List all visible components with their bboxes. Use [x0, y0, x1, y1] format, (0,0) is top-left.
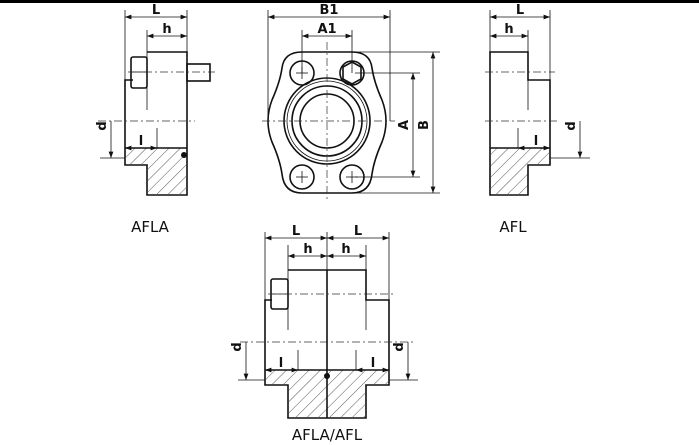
dim-L: L [152, 3, 160, 18]
caption-afl: AFL [499, 218, 527, 236]
dim-A: A [397, 120, 412, 130]
dim-l: l [534, 134, 538, 149]
dim-d: d [564, 121, 579, 130]
dim-l-right: l [371, 356, 375, 371]
dim-B1: B1 [320, 3, 339, 18]
dim-l-left: l [279, 356, 283, 371]
dim-d-right: d [392, 342, 407, 351]
dim-A1: A1 [317, 22, 336, 37]
afla-side-view: L h d l AFLA [95, 3, 215, 236]
caption-afla: AFLA [131, 218, 170, 236]
flange-front-view: B1 A1 A B [262, 3, 440, 200]
dim-d: d [95, 121, 110, 130]
dim-h-right: h [341, 242, 350, 257]
caption-afla-afl: AFLA/AFL [292, 426, 363, 444]
dim-L: L [516, 3, 524, 18]
dim-L-left: L [292, 224, 300, 239]
dim-L-right: L [354, 224, 362, 239]
top-rule [0, 0, 699, 3]
afl-side-view: L h d l AFL [485, 3, 590, 236]
dim-B: B [417, 120, 432, 130]
dim-h: h [162, 22, 171, 37]
dim-h-left: h [303, 242, 312, 257]
afla-afl-combined-view: L L h h d d l l AFLA/AFL [230, 224, 418, 444]
dim-d-left: d [230, 342, 245, 351]
dim-h: h [504, 22, 513, 37]
dim-l: l [139, 134, 143, 149]
